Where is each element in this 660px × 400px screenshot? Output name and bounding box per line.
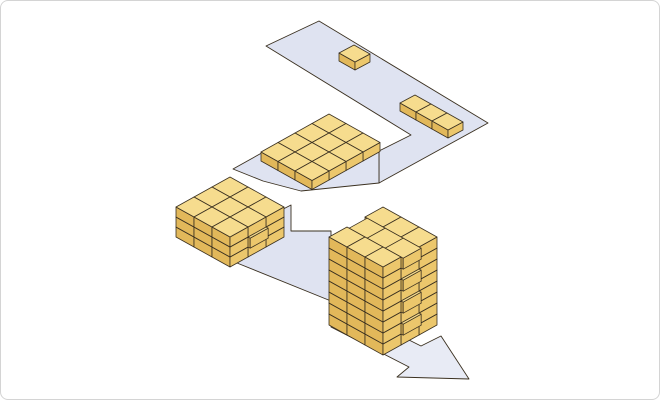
layer-forming-group [260, 113, 381, 190]
pallet-in-buffer [175, 176, 285, 268]
box-top-face [294, 161, 330, 181]
single-incoming-box [338, 44, 371, 71]
box [211, 216, 249, 248]
box-top-face [431, 112, 464, 131]
incoming-box-row [399, 94, 464, 139]
box-top-face [211, 216, 249, 238]
box [364, 246, 402, 279]
box-stacks [175, 44, 464, 356]
box-top-face [364, 246, 402, 268]
box [294, 161, 330, 190]
box-top-face [338, 44, 371, 63]
box [338, 44, 371, 71]
pallet-full-stack [328, 206, 438, 356]
box [431, 112, 464, 139]
